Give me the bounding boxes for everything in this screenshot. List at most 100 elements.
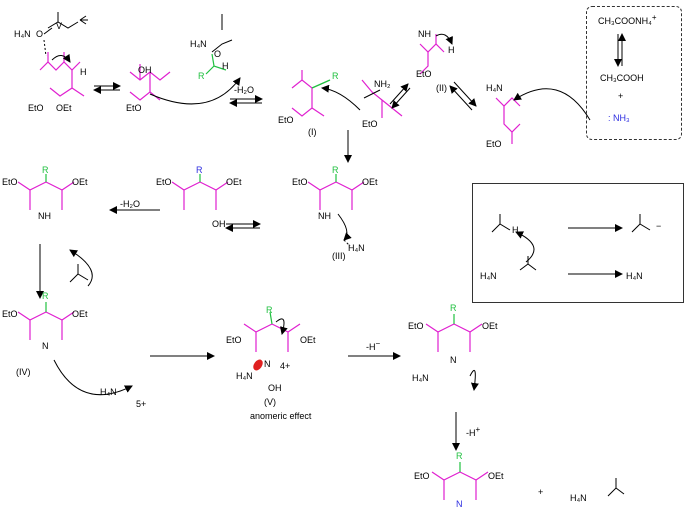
label-h4n-III: H₄N: [348, 243, 365, 253]
equilibrium-arrow-ammonium: [614, 33, 626, 67]
dashed-coordination-1: [43, 39, 47, 57]
structure-ketoester-1: [39, 52, 85, 97]
equilibrium-arrow-1: [93, 82, 121, 94]
enamine-double-bond: [363, 89, 381, 99]
structure-intermediate-I: [291, 70, 325, 117]
structure-intermediate-III: [307, 181, 365, 210]
label-r-aldehyde: R: [198, 71, 205, 81]
label-oet-pyridinium: OEt: [482, 321, 498, 331]
label-plus-small: +: [618, 91, 624, 101]
label-eto-ketoester-2: EtO: [486, 139, 502, 149]
label-nh-dhp1: NH: [38, 211, 51, 221]
label-h4n-pyridinium: H₄N: [412, 373, 429, 383]
structure-ketoester-2: [495, 97, 521, 144]
label-h4n-inset-2: H₄N: [626, 271, 643, 281]
label-eto-V: EtO: [226, 335, 242, 345]
label-eto-IV: EtO: [2, 309, 18, 319]
curved-arrow-II: [435, 33, 453, 45]
label-minus-h-1: -H−: [366, 339, 381, 352]
label-oh-cyclic: OH: [212, 219, 226, 229]
label-n-pyridinium: N: [450, 355, 457, 365]
label-h4n-IV: H₄N: [100, 387, 117, 397]
equilibrium-arrow-2: [229, 95, 263, 107]
label-minus-h2o-2: -H₂O: [120, 199, 140, 209]
label-acetic-acid: CH₃COOH: [600, 73, 644, 83]
label-h-1: H: [80, 67, 87, 77]
label-r-pyridinium: R: [450, 303, 457, 313]
label-nh-II: NH: [418, 29, 431, 39]
structure-vanadium-regenerated: [607, 478, 625, 497]
label-h-inset: H: [512, 225, 519, 235]
structure-vanadium-complex-2: [211, 14, 233, 53]
label-nh-III: NH: [318, 211, 331, 221]
label-h4n-V: H₄N: [236, 371, 253, 381]
curved-arrow-acetate: [69, 249, 93, 287]
curved-arrow-1: [51, 53, 71, 63]
structure-acetate-product: [631, 214, 651, 233]
structure-vanadium-complex-1: [43, 12, 88, 35]
label-eto-1: EtO: [28, 103, 44, 113]
label-anomeric-effect: anomeric effect: [250, 411, 312, 421]
label-r-dhp1: R: [42, 165, 49, 175]
structure-vanadium-inset: [519, 256, 537, 271]
label-h-II: H: [448, 45, 455, 55]
structure-dihydropyridine-1: [17, 181, 75, 210]
label-h4n-2: H₄N: [190, 39, 207, 49]
curved-arrow-enol: [149, 77, 241, 105]
label-eto-III: EtO: [292, 177, 308, 187]
structure-intermediate-II: [419, 34, 445, 75]
label-eto-product: EtO: [414, 471, 430, 481]
label-ammonia: : NH₃: [608, 113, 630, 123]
dashed-coordination-III: [343, 239, 351, 247]
curved-arrow-michael: [321, 84, 361, 111]
structure-cyclic-intermediate: [171, 181, 229, 210]
lone-pair-orbital: [253, 359, 263, 371]
structure-aldehyde: [205, 53, 227, 75]
curved-arrow-IV: [53, 359, 133, 396]
label-intermediate-V: (V): [264, 397, 276, 407]
curved-arrow-ammonia: [513, 88, 591, 121]
equilibrium-arrow-5: [225, 220, 261, 232]
structure-acetic-acid: [491, 214, 511, 233]
label-eto-dhp1: EtO: [2, 177, 18, 187]
label-eto-2: EtO: [126, 103, 142, 113]
label-h-2: H: [222, 61, 229, 71]
label-oh-enol: OH: [138, 65, 152, 75]
label-4plus: 4+: [280, 361, 291, 371]
label-o-1: O: [36, 29, 44, 39]
mechanism-inset-box: [472, 183, 684, 303]
label-eto-cyclic: EtO: [156, 177, 172, 187]
equilibrium-arrow-4: [449, 81, 477, 111]
label-minus-h2o-1: -H₂O: [234, 85, 254, 95]
label-nh2: NH₂: [374, 79, 391, 89]
label-r-IV: R: [42, 291, 49, 301]
label-v-1: V: [56, 21, 63, 31]
label-oet-dhp1: OEt: [72, 177, 88, 187]
label-eto-pyridinium: EtO: [408, 321, 424, 331]
label-h4n-inset-1: H₄N: [480, 271, 497, 281]
label-eto-enamine: EtO: [362, 119, 378, 129]
label-minus-h-2: -H+: [466, 425, 481, 438]
label-r-I: R: [332, 71, 339, 81]
label-intermediate-III: (III): [332, 251, 346, 261]
curved-arrow-III: [337, 213, 352, 241]
label-eto-II: EtO: [416, 69, 432, 79]
label-o-2: O: [214, 49, 222, 59]
label-intermediate-IV: (IV): [16, 367, 31, 377]
label-eto-I: EtO: [278, 115, 294, 125]
label-plus-sign: +: [538, 487, 544, 497]
label-ammonium-acetate: CH₃COONH₄+: [598, 13, 657, 26]
label-r-V: R: [266, 305, 273, 315]
intermediate-I-alkene: [311, 79, 331, 89]
structure-enamine: [361, 79, 403, 118]
label-r-cyclic: R: [196, 165, 203, 175]
label-acetate-charge: −: [656, 221, 662, 231]
label-h4n-3: H₄N: [486, 83, 503, 93]
ammonium-acetate-box: [586, 6, 682, 140]
curved-arrow-pyridinium: [469, 369, 479, 391]
intermediate-V-ch: [269, 311, 273, 325]
label-oet-III: OEt: [362, 177, 378, 187]
label-intermediate-II: (II): [436, 83, 447, 93]
label-r-product: R: [456, 451, 463, 461]
